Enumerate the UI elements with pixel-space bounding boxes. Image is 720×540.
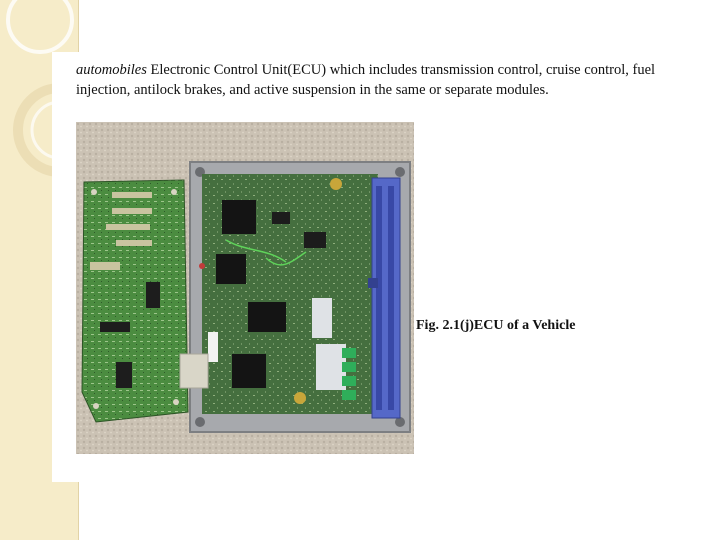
ribbon-cable bbox=[179, 353, 209, 389]
caption-lead-word: automobiles bbox=[76, 62, 147, 78]
figure-caption: Fig. 2.1(j)ECU of a Vehicle bbox=[416, 318, 576, 333]
caption-body-text: Electronic Control Unit(ECU) which inclu… bbox=[76, 62, 656, 98]
blue-connector bbox=[368, 177, 401, 419]
ecu-circuit-board-illustration bbox=[76, 122, 414, 454]
ecu-photo bbox=[76, 122, 414, 454]
auxiliary-circuit-board bbox=[81, 179, 189, 423]
main-circuit-board bbox=[199, 174, 378, 414]
ecu-description: automobiles Electronic Control Unit(ECU)… bbox=[76, 60, 676, 100]
